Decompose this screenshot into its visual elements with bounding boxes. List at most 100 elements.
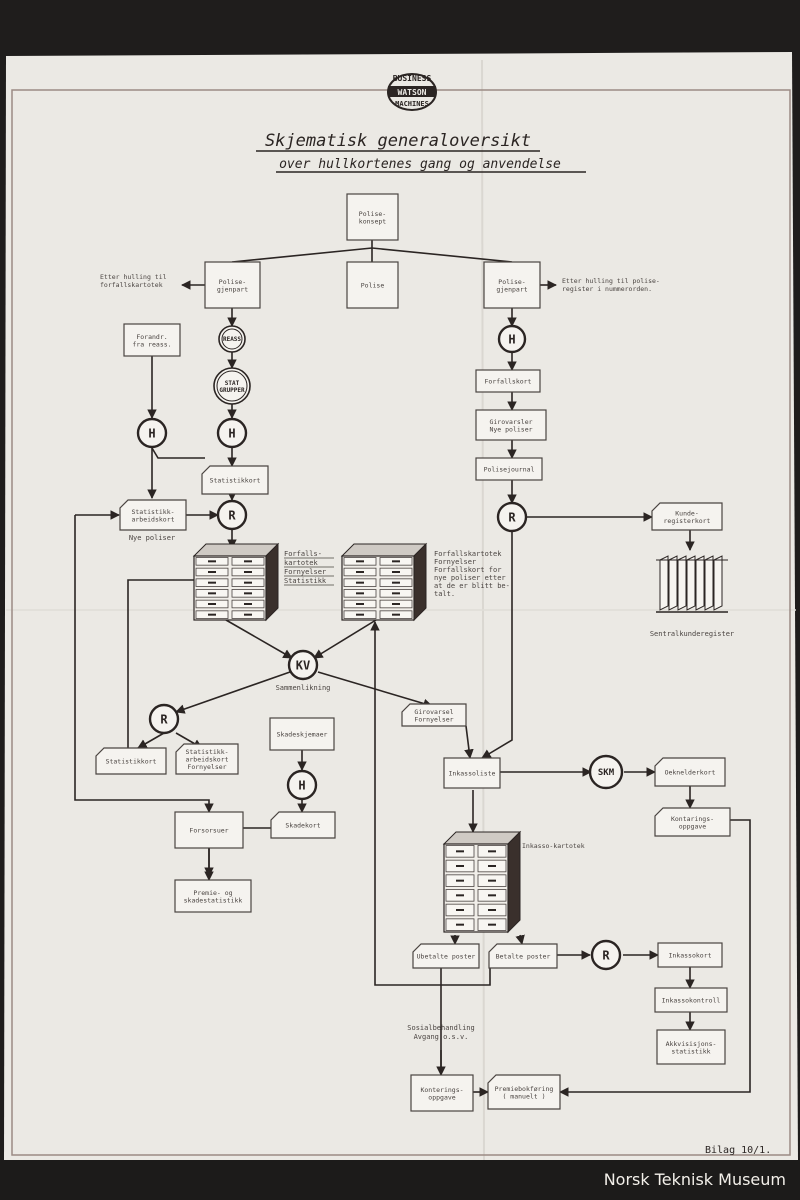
drawer-handle xyxy=(392,560,400,563)
circle-shape xyxy=(216,499,248,531)
drawer-handle xyxy=(208,592,216,595)
credit-label: Norsk Teknisk Museum xyxy=(603,1170,786,1189)
cabinet-side xyxy=(507,830,521,934)
box-inkassokort-label: Inkassokort xyxy=(668,952,711,960)
drawer-handle xyxy=(456,909,464,911)
circle-shape xyxy=(218,325,246,353)
drawer-handle xyxy=(488,865,496,867)
drawer-handle xyxy=(456,850,464,853)
cabinet-side xyxy=(413,542,427,622)
register-page xyxy=(713,555,723,611)
box-skadeskjemaer: Skadeskjemaer xyxy=(269,717,335,751)
box-polisejournal: Polisejournal xyxy=(475,457,543,481)
drawer-handle xyxy=(208,560,216,563)
box-betalte-poster-label: Betalte poster xyxy=(496,953,551,961)
box-inkassokort: Inkassokort xyxy=(657,942,723,968)
circle-h2: H xyxy=(216,417,248,449)
box-shape xyxy=(346,261,399,309)
note-right: Etter hulling til polise-register i numm… xyxy=(562,277,660,293)
box-skadekort-label: Skadekort xyxy=(285,822,320,830)
box-kontaringsoppgave-label: Kontarings-oppgave xyxy=(671,815,714,831)
card-shape xyxy=(175,743,239,775)
box-statistikkort2-label: Statistikkort xyxy=(106,758,157,766)
circle-shape xyxy=(216,417,248,449)
card-shape xyxy=(201,465,269,495)
circle-shape xyxy=(497,324,527,354)
connector-line xyxy=(74,515,214,813)
box-shape xyxy=(657,942,723,968)
drawer-handle xyxy=(244,592,252,595)
box-forfallskort-label: Forfallskort xyxy=(485,378,532,386)
logo-middle-text: WATSON xyxy=(398,88,427,97)
box-konteringsoppgave-label: Konterings-oppgave xyxy=(420,1086,463,1102)
box-shape xyxy=(269,717,335,751)
card-shape xyxy=(651,502,723,531)
box-shape xyxy=(475,409,547,441)
box-kunderegisterkort-label: Kunde-registerkort xyxy=(664,509,711,525)
connector-line xyxy=(151,447,205,459)
drawer-handle xyxy=(392,581,400,584)
circle-r3-label: R xyxy=(160,712,168,726)
drawer-handle xyxy=(244,603,252,605)
connector-line xyxy=(481,530,513,759)
circle-shape xyxy=(287,649,319,681)
register-page xyxy=(704,555,714,611)
drawer-handle xyxy=(244,613,252,616)
box-inkassokontroll-label: Inkassokontroll xyxy=(662,997,721,1005)
circle-h3-label: H xyxy=(508,332,515,346)
box-kunderegisterkort: Kunde-registerkort xyxy=(651,502,723,531)
drawer-handle xyxy=(392,571,400,573)
card-shape xyxy=(95,747,167,775)
circle-kv-label: KV xyxy=(296,658,310,672)
circle-r2-label: R xyxy=(508,510,516,524)
circle-r1-label: R xyxy=(228,508,236,522)
connector-line xyxy=(313,619,377,659)
circle-skm: SKM xyxy=(588,754,624,790)
title-line-2: over hullkortenes gang og anvendelse xyxy=(279,157,561,172)
drawer-handle xyxy=(244,571,252,573)
box-shape xyxy=(475,457,543,481)
circle-skm-label: SKM xyxy=(598,768,615,778)
circle-reass: REASS xyxy=(218,325,246,353)
connector-line xyxy=(515,934,525,945)
connector-line xyxy=(464,725,474,759)
logo-top-text: BUSINESS xyxy=(393,74,432,83)
card-shape xyxy=(401,703,467,727)
cabinet-top xyxy=(442,831,522,845)
title-line-1: Skjematisk generaloversikt xyxy=(265,131,531,151)
cabinet-forfallskartotek-left xyxy=(192,542,280,622)
logo-bottom-text: MACHINES xyxy=(395,100,429,108)
sentralkunderegister-icon xyxy=(656,555,728,613)
box-ubetalte-poster: Ubetalte poster xyxy=(412,943,480,969)
connector-line xyxy=(370,621,491,986)
box-inkassoliste-label: Inkassoliste xyxy=(449,770,496,778)
register-page xyxy=(686,555,696,611)
cabinet-top xyxy=(340,543,428,557)
box-forsorsuer-label: Forsorsuer xyxy=(189,827,228,835)
drawer-handle xyxy=(356,603,364,605)
box-akkvisisjonsstatistikk: Akkvisisjons-statistikk xyxy=(656,1029,726,1065)
box-shape xyxy=(483,261,541,309)
circle-shape xyxy=(496,501,528,533)
circle-h3: H xyxy=(497,324,527,354)
box-polise-label: Polise xyxy=(361,282,385,290)
drawer-handle xyxy=(208,603,216,605)
box-shape xyxy=(475,369,541,393)
note-bilag: Bilag 10/1. xyxy=(705,1145,771,1156)
circle-shape xyxy=(590,939,622,971)
cabinet-bottom-label: Inkasso-kartotek xyxy=(522,842,585,850)
box-statistikkort1: Statistikkort xyxy=(201,465,269,495)
card-shape xyxy=(654,807,731,837)
drawer-handle xyxy=(356,571,364,573)
